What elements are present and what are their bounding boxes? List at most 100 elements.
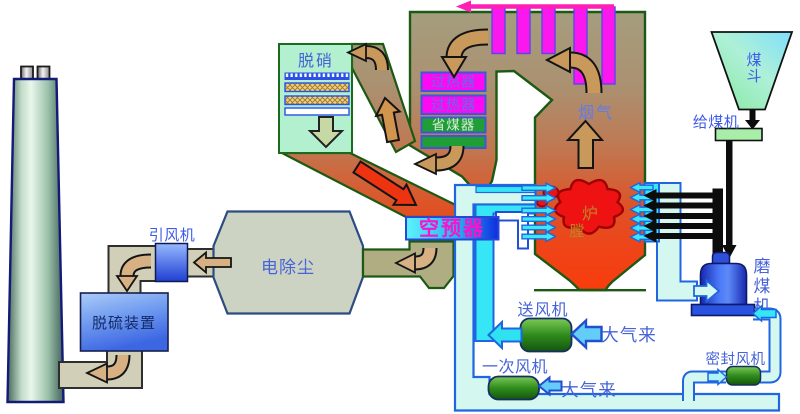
id-fan-box bbox=[154, 242, 189, 283]
flue-gas-label: 烟气 bbox=[578, 103, 614, 122]
air-arrow-left-6 bbox=[521, 230, 558, 243]
steam-arrow-top bbox=[456, 0, 614, 13]
air-arrow-right-1 bbox=[628, 181, 654, 194]
backpass-heat-exchangers: 过热器 过热器 省煤器 bbox=[420, 71, 487, 149]
arrow-furnace-exit-body bbox=[569, 53, 601, 94]
coal-flow-arrow-hopper bbox=[745, 109, 760, 130]
platen-tube-2 bbox=[516, 6, 531, 55]
fd-fan-label: 送风机 bbox=[517, 300, 568, 319]
denox-down-arrow bbox=[307, 116, 345, 149]
pa-fan-body bbox=[487, 375, 540, 401]
mill-base bbox=[690, 303, 756, 317]
coal-feeder-label: 给煤机 bbox=[693, 113, 740, 131]
superheater-2-label: 过热器 bbox=[431, 98, 476, 114]
air-preheater-label: 空预器 bbox=[419, 216, 485, 240]
coal-pipe-5 bbox=[655, 233, 713, 239]
chimney-cap-left bbox=[20, 65, 34, 81]
coal-pipe-arrow-3 bbox=[643, 209, 657, 223]
arrow-backpass-outlet bbox=[412, 145, 465, 176]
furnace-label-2: 膛 bbox=[569, 222, 584, 240]
fgd-box bbox=[79, 292, 169, 352]
furnace-flame: 炉 膛 bbox=[536, 178, 624, 240]
arrow-into-denox-body bbox=[365, 47, 387, 71]
arrow-into-backpass bbox=[440, 28, 489, 79]
arrow-aph-to-esp bbox=[393, 247, 438, 274]
arrow-aph-to-esp-head bbox=[393, 252, 416, 274]
coal-pipe-arrow-4 bbox=[643, 219, 657, 233]
id-fan-label: 引风机 bbox=[149, 226, 196, 244]
coal-pipe-arrow-5 bbox=[643, 229, 657, 243]
coal-pipe-4 bbox=[655, 223, 713, 229]
denox-catalyst-layer-1 bbox=[284, 82, 350, 93]
coal-pipe-arrow-1 bbox=[643, 189, 657, 202]
fd-fan-inlet-arrow bbox=[569, 317, 603, 351]
air-arrow-left-1 bbox=[521, 182, 558, 194]
fgd-label: 脱硫装置 bbox=[92, 314, 156, 332]
pa-fan-inlet-arrow bbox=[537, 375, 563, 397]
arrow-fgd-to-chimney-body bbox=[106, 354, 129, 379]
seal-air-into-mill-arrow bbox=[751, 304, 777, 323]
arrow-scr-to-aph bbox=[352, 160, 418, 207]
superheater-1-label: 过热器 bbox=[431, 75, 476, 91]
mill-neck bbox=[711, 251, 731, 265]
seal-fan-label: 密封风机 bbox=[706, 351, 766, 368]
arrow-aph-to-esp-body bbox=[414, 247, 436, 269]
coal-feeder-bar bbox=[714, 127, 763, 142]
feeder-to-mill-arrow bbox=[722, 245, 737, 259]
furnace-label-1: 炉 bbox=[582, 204, 598, 223]
denox-spare-layer bbox=[284, 107, 350, 116]
coal-pipe-3 bbox=[655, 213, 713, 219]
chimney bbox=[6, 65, 65, 404]
steam-arrow-head bbox=[456, 0, 471, 13]
arrow-economizer-to-scr bbox=[374, 96, 402, 144]
coal-mill-label-1: 磨 bbox=[754, 257, 771, 277]
platen-tube-1 bbox=[491, 6, 506, 55]
arrow-idfan-to-fgd bbox=[115, 253, 152, 293]
feeder-to-mill-pipe bbox=[726, 140, 733, 246]
coal-pipes bbox=[643, 188, 723, 255]
arrow-into-backpass-body bbox=[447, 30, 489, 59]
esp-label: 电除尘 bbox=[261, 258, 315, 278]
economizer-box bbox=[420, 116, 487, 134]
arrow-into-backpass-head bbox=[440, 56, 468, 79]
chimney-body bbox=[6, 77, 65, 404]
hopper-arrow-shaft bbox=[749, 109, 756, 121]
seal-fan-body bbox=[725, 365, 762, 386]
superheater-2-box bbox=[420, 94, 487, 115]
platen-tube-3 bbox=[541, 6, 556, 55]
arrow-into-denox-head bbox=[345, 42, 367, 63]
fd-fan-body bbox=[519, 317, 573, 353]
arrow-backpass-outlet-body bbox=[435, 145, 463, 170]
platen-tube-5 bbox=[601, 6, 616, 85]
denox-catalyst-layer-2 bbox=[284, 95, 350, 106]
arrow-idfan-to-fgd-head bbox=[115, 275, 139, 293]
arrow-backpass-outlet-head bbox=[412, 152, 437, 176]
arrow-fgd-to-chimney bbox=[84, 354, 131, 384]
air-from-atmosphere-label-2: 大气来 bbox=[561, 381, 617, 401]
arrow-primary-air-into-mill bbox=[693, 278, 721, 304]
scr-denox: 脱硝 bbox=[278, 43, 353, 154]
coal-pipe-arrow-2 bbox=[643, 199, 657, 212]
secondary-air-arrows-left bbox=[521, 182, 558, 243]
coal-pipe-2 bbox=[655, 202, 713, 209]
arrow-esp-inlet bbox=[192, 250, 232, 275]
arrow-fgd-to-chimney-head bbox=[84, 362, 108, 384]
arrow-into-denox bbox=[345, 42, 389, 71]
economizer-label: 省煤器 bbox=[432, 118, 476, 134]
arrow-idfan-to-fgd-body bbox=[121, 255, 152, 277]
air-preheater-bar bbox=[405, 216, 500, 241]
fd-fan-outlet-arrow bbox=[487, 319, 523, 351]
coal-hopper-label-2: 斗 bbox=[746, 67, 761, 85]
pa-fan-label: 一次风机 bbox=[482, 357, 548, 376]
coal-hopper-label-1: 煤 bbox=[746, 51, 761, 69]
coal-mill-label-2: 煤 bbox=[754, 277, 771, 297]
arrow-furnace-exit-head bbox=[544, 46, 571, 74]
denox-label: 脱硝 bbox=[298, 51, 334, 70]
arrow-furnace-exit bbox=[544, 46, 603, 94]
coal-flow-pipe-mill bbox=[722, 140, 737, 259]
air-arrow-left-2 bbox=[521, 192, 558, 204]
coal-pipe-1 bbox=[655, 192, 713, 199]
secondary-air-arrows-right bbox=[628, 181, 654, 243]
